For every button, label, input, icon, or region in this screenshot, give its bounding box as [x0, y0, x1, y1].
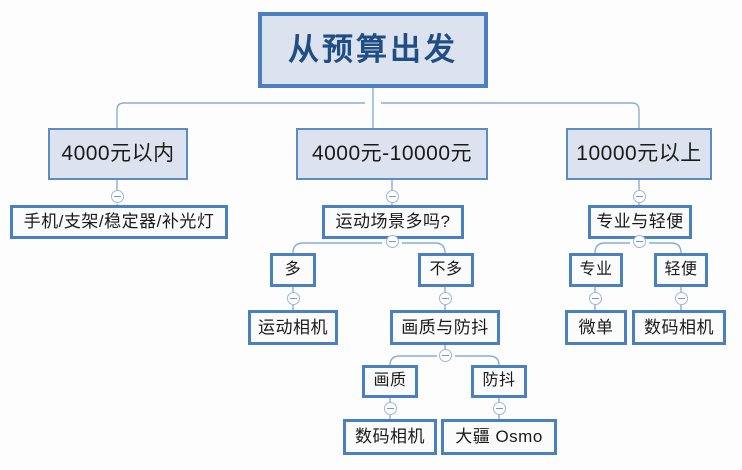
- node-option-stabilization[interactable]: 防抖: [471, 365, 527, 398]
- collapse-minus-icon-stabilization[interactable]: [493, 402, 506, 415]
- node-budget-4000-10000[interactable]: 4000元-10000元: [296, 128, 488, 180]
- collapse-minus-icon-portable[interactable]: [675, 292, 688, 305]
- node-result-action-camera[interactable]: 运动相机: [248, 310, 338, 345]
- node-result-mirrorless[interactable]: 微单: [565, 310, 627, 345]
- collapse-minus-icon-answer-many[interactable]: [287, 292, 300, 305]
- collapse-minus-icon-quality-stabilization[interactable]: [439, 349, 452, 362]
- node-branch-quality-stabilization[interactable]: 画质与防抖: [390, 310, 500, 345]
- collapse-minus-icon-pro-portable-question[interactable]: [633, 235, 646, 248]
- node-result-dji-osmo[interactable]: 大疆 Osmo: [441, 419, 557, 455]
- collapse-minus-icon-professional[interactable]: [589, 292, 602, 305]
- node-result-digital-camera-portable[interactable]: 数码相机: [632, 310, 726, 345]
- node-budget-under-4000[interactable]: 4000元以内: [48, 128, 188, 180]
- node-answer-many[interactable]: 多: [270, 253, 316, 287]
- node-answer-not-many[interactable]: 不多: [418, 253, 474, 287]
- node-low-budget-gear[interactable]: 手机/支架/稳定器/补光灯: [10, 205, 228, 239]
- node-option-portable[interactable]: 轻便: [654, 253, 708, 287]
- collapse-minus-icon-image-quality[interactable]: [384, 402, 397, 415]
- node-option-image-quality[interactable]: 画质: [362, 365, 418, 398]
- collapse-minus-icon-budget-mid[interactable]: [386, 190, 399, 203]
- collapse-minus-icon-sports-question[interactable]: [386, 235, 399, 248]
- collapse-minus-icon-budget-low[interactable]: [111, 190, 124, 203]
- node-root-budget[interactable]: 从预算出发: [258, 12, 488, 88]
- collapse-minus-icon-budget-high[interactable]: [633, 190, 646, 203]
- node-budget-over-10000[interactable]: 10000元以上: [566, 128, 712, 180]
- node-question-pro-vs-portable[interactable]: 专业与轻便: [588, 205, 692, 239]
- node-question-sports-scenes[interactable]: 运动场景多吗?: [322, 205, 464, 239]
- node-option-professional[interactable]: 专业: [569, 253, 623, 287]
- node-result-digital-camera-quality[interactable]: 数码相机: [343, 419, 437, 455]
- collapse-minus-icon-answer-not-many[interactable]: [439, 292, 452, 305]
